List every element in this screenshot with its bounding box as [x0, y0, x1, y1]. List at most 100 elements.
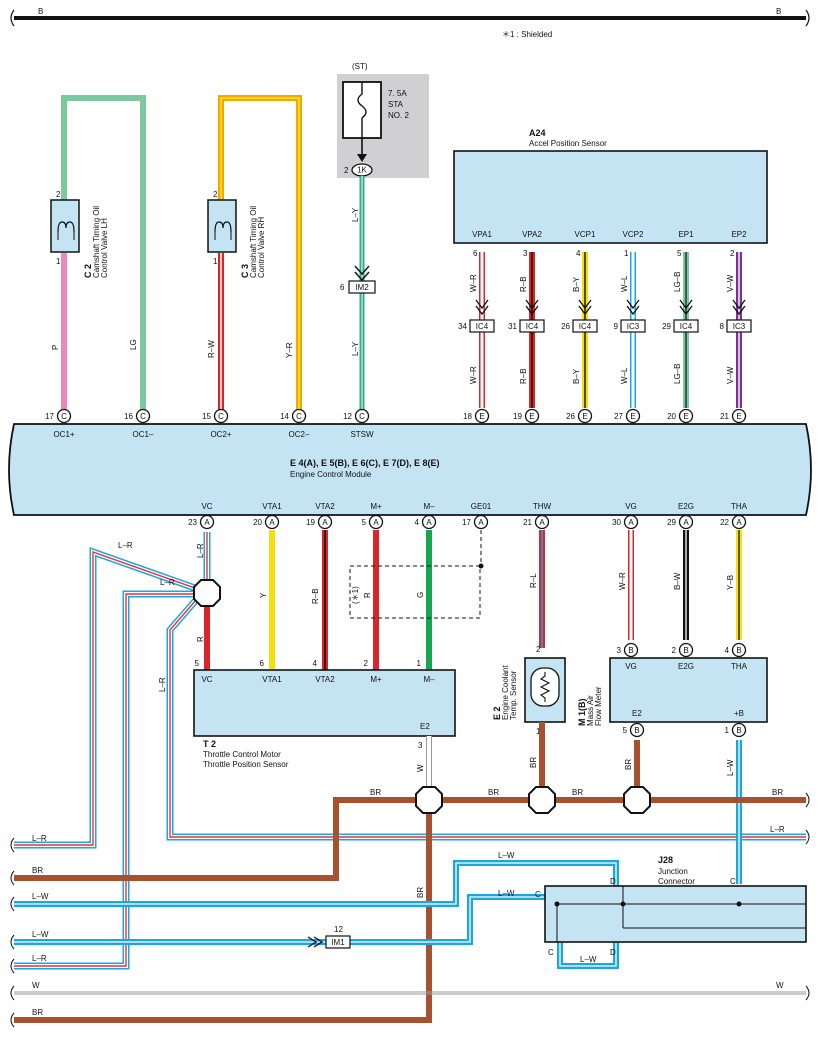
ecm-pin-num: 23: [188, 518, 197, 527]
ecm-pin-num: 29: [667, 518, 676, 527]
svg-text:BR: BR: [488, 788, 499, 797]
ecm-pin-num: 26: [566, 412, 575, 421]
a24-pin-name: VCP1: [575, 230, 596, 239]
inline-connector-pin: 9: [614, 322, 619, 331]
m1-mass-air-flow-meter: M 1(B) Mass Air Flow Meter E2 +B: [577, 657, 768, 726]
svg-text:Y–R: Y–R: [285, 342, 294, 358]
svg-text:L–R: L–R: [160, 578, 175, 587]
ecm-pin-tha: [731, 514, 747, 530]
inline-connector-label: IC3: [733, 322, 746, 331]
inline-connector-box: [620, 319, 646, 333]
ecm-pin-tha-letter: A: [736, 518, 742, 527]
bus-b: B B ＊1 : Shielded: [10, 7, 810, 39]
svg-text:BR: BR: [772, 788, 783, 797]
ecm-pin-m+-letter: A: [373, 518, 379, 527]
m1-pin-num: 4: [725, 646, 730, 655]
ecm-pin-num: 19: [306, 518, 315, 527]
ecm-pin-num: 30: [612, 518, 621, 527]
ecm-pin-m+: [368, 514, 384, 530]
svg-text:2: 2: [536, 645, 541, 654]
svg-text:L–R: L–R: [770, 825, 785, 834]
m1-pin-e2g-letter: B: [683, 646, 688, 655]
ecm-pin-name: OC1+: [53, 430, 74, 439]
ecm-pin-num: 16: [124, 412, 133, 421]
a24-sensor: A24 Accel Position Sensor: [453, 128, 768, 244]
svg-text:Control Valve LH: Control Valve LH: [100, 218, 109, 278]
ecm-pin-num: 17: [462, 518, 471, 527]
svg-text:Camshaft Timing Oil: Camshaft Timing Oil: [249, 206, 258, 278]
ecm-pin-thw-letter: A: [539, 518, 545, 527]
im2-connector: IM2: [355, 283, 369, 292]
svg-text:2: 2: [56, 190, 61, 199]
ecm-bottom-pin-group: VCA23VTA1A20VTA2A19M+A5M–A4GE01A17THWA21…: [188, 502, 748, 530]
svg-text:L–R: L–R: [32, 834, 47, 843]
fuse-connector: 1K: [357, 166, 367, 175]
ecm-pin-stsw: [354, 408, 370, 424]
inline-connector-box: [726, 319, 752, 333]
svg-text:1: 1: [536, 727, 541, 736]
t2-pin-num: 4: [313, 659, 318, 668]
ecm-pin-e2g: [678, 514, 694, 530]
wire-stsw: L–Y L–Y IM2 6: [340, 176, 376, 412]
svg-text:L–R: L–R: [158, 677, 167, 692]
ecm-pin-name: E2G: [678, 502, 694, 511]
ecm-pin-num: 19: [513, 412, 522, 421]
svg-text:Throttle Control Motor: Throttle Control Motor: [203, 750, 281, 759]
ecm-pin-oc1–: [135, 408, 151, 424]
ecm-pin-e2g-letter: A: [683, 518, 689, 527]
m1-pin-e2: [629, 722, 645, 738]
ecm-pin-oc2+-letter: C: [218, 412, 224, 421]
inline-connector-arrow-icon: [626, 299, 640, 316]
svg-text:Accel Position Sensor: Accel Position Sensor: [529, 139, 607, 148]
svg-text:BR: BR: [32, 866, 43, 875]
inline-connector-box: [469, 319, 495, 333]
ecm-pin-vg-letter: A: [628, 518, 634, 527]
ecm-pin-name: M+: [370, 502, 382, 511]
e2-code: E 2: [492, 706, 502, 720]
ecm-pin-oc1+-letter: C: [61, 412, 67, 421]
ecm-pin-vta2-letter: A: [322, 518, 328, 527]
svg-text:G: G: [416, 592, 425, 598]
t2-sensor: T 2 Throttle Control Motor Throttle Posi…: [193, 669, 456, 769]
t2-pin-num: 5: [195, 659, 200, 668]
ecm: E 4(A), E 5(B), E 6(C), E 7(D), E 8(E) E…: [8, 423, 812, 516]
ecm-pin-vg: [623, 514, 639, 530]
svg-text:C: C: [535, 890, 541, 899]
ecm-pin-stsw-letter: C: [359, 412, 365, 421]
ecm-pin-name: VC: [201, 502, 212, 511]
svg-text:Engine Coolant: Engine Coolant: [501, 665, 510, 720]
svg-text:R–B: R–B: [311, 588, 320, 604]
svg-text:L–Y: L–Y: [351, 341, 360, 356]
valve-rh-code: C 3: [240, 264, 250, 278]
wires-br: BR BR BR BR BR: [14, 788, 806, 1023]
thermistor-icon: [539, 672, 551, 702]
svg-text:STA: STA: [388, 100, 404, 109]
inline-connector-box: [519, 319, 545, 333]
a24-code: A24: [529, 128, 546, 138]
ecm-pin-name: OC2+: [210, 430, 231, 439]
ecm-pin-vta1: [264, 514, 280, 530]
coil-icon: [57, 221, 75, 233]
m1-pin-vg: [623, 642, 639, 658]
shielded-note: ＊1 : Shielded: [502, 30, 552, 39]
ecm-pin-name: THA: [731, 502, 748, 511]
a24-wire-color: LG–B: [673, 272, 682, 292]
ecm-wire-color: LG–B: [673, 364, 682, 384]
svg-text:L–W: L–W: [32, 930, 49, 939]
svg-text:3: 3: [418, 741, 423, 750]
ecm-pin-oc2–-letter: C: [296, 412, 302, 421]
ecm-pin-vcpa: [577, 408, 593, 424]
ecm-pin-num: 18: [463, 412, 472, 421]
ecm-pin-num: 21: [720, 412, 729, 421]
a24-pin-name: EP2: [731, 230, 747, 239]
svg-text:C: C: [548, 948, 554, 957]
m1-pin-num: 1: [725, 726, 730, 735]
m1-pin-plus-b: [731, 722, 747, 738]
wires-lw: L–W L–W L–W IM1 12: [14, 851, 619, 969]
inline-connector-box: [572, 319, 598, 333]
svg-text:W: W: [416, 764, 425, 772]
inline-connector-pin: 31: [508, 322, 517, 331]
ecm-pin-vpa-letter: E: [479, 412, 484, 421]
a24-pin-num: 3: [523, 249, 528, 258]
